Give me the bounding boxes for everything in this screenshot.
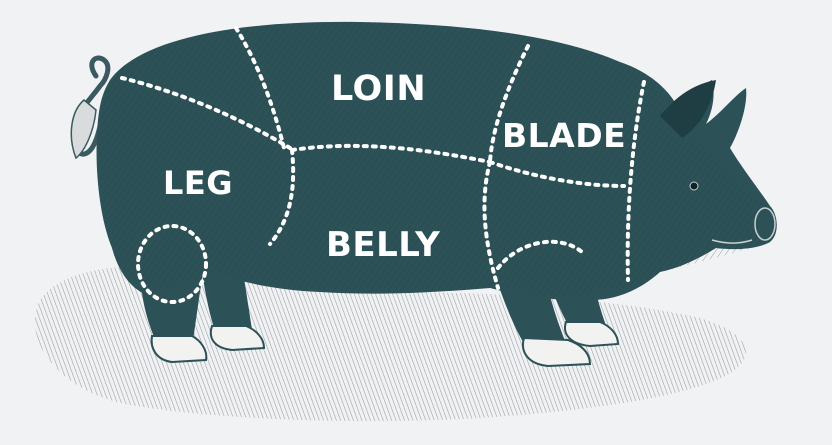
label-belly: BELLY: [326, 228, 440, 262]
label-blade: BLADE: [502, 119, 626, 152]
label-leg: LEG: [163, 167, 233, 199]
eye: [690, 182, 698, 190]
snout: [755, 208, 775, 240]
label-loin: LOIN: [331, 72, 426, 107]
